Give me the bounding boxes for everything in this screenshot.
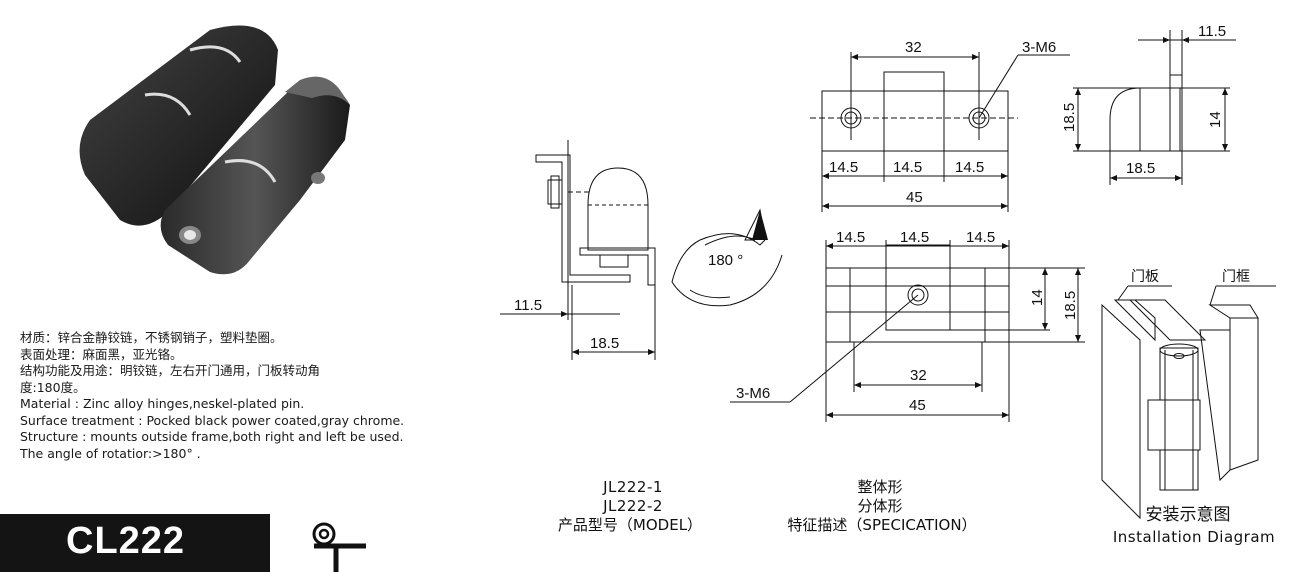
installation-title-en: Installation Diagram <box>1112 528 1276 546</box>
dim-18-5-front-vert: 18.5 <box>1062 291 1079 320</box>
dim-18-5-right-bottom: 18.5 <box>1126 160 1155 177</box>
desc-en-line-4: The angle of rotatior:>180° . <box>20 445 201 461</box>
dim-14-5-f: 14.5 <box>966 229 995 246</box>
dim-11-5-left: 11.5 <box>514 297 542 314</box>
dim-14-5-a: 14.5 <box>829 159 858 176</box>
desc-en-line-3: Structure : mounts outside frame,both ri… <box>20 429 404 444</box>
dim-3m6-top: 3-M6 <box>1022 39 1056 56</box>
desc-en-line-1: Material : Zinc alloy hinges,neskel-plat… <box>20 396 305 411</box>
dim-180-deg: 180 ° <box>708 252 743 269</box>
dim-3m6-front: 3-M6 <box>736 385 770 402</box>
spec-label: 特征描述（SPECICATION） <box>787 516 977 534</box>
model-label: 产品型号（MODEL） <box>557 516 703 534</box>
desc-cn-line-2: 表面处理：麻面黑，亚光铬。 <box>20 346 183 362</box>
spec-1: 整体形 <box>857 478 903 496</box>
hinge-symbol-icon <box>312 522 366 572</box>
dim-14-front-vert: 14 <box>1029 289 1046 306</box>
label-door-frame: 门框 <box>1222 268 1250 284</box>
dim-14-5-d: 14.5 <box>836 229 865 246</box>
desc-cn-line-1: 材质：锌合金静铰链，不锈钢销子，塑料垫圈。 <box>20 330 283 345</box>
dim-18-5-left: 18.5 <box>590 335 619 352</box>
model-1: JL222-1 <box>603 478 663 496</box>
desc-en-line-2: Surface treatment : Pocked black power c… <box>20 412 405 428</box>
spec-2: 分体形 <box>857 497 903 515</box>
dim-45-top: 45 <box>906 189 923 206</box>
description-block: 材质：锌合金静铰链，不锈钢销子，塑料垫圈。 表面处理：麻面黑，亚光铬。 结构功能… <box>20 330 460 462</box>
product-code-box <box>0 514 270 572</box>
desc-cn-line-3: 结构功能及用途：明铰链，左右开门通用，门板转动角 <box>20 363 321 378</box>
dim-14-5-c: 14.5 <box>955 159 984 176</box>
dim-45-front: 45 <box>909 397 926 414</box>
dim-14-5-e: 14.5 <box>900 229 929 246</box>
dim-11-5-right: 11.5 <box>1198 23 1226 40</box>
installation-title-cn: 安装示意图 <box>1145 505 1231 525</box>
product-photo <box>79 25 350 275</box>
dim-32-front: 32 <box>910 367 927 384</box>
dim-14-5-b: 14.5 <box>893 159 922 176</box>
label-door-panel: 门板 <box>1131 268 1159 284</box>
dim-18-5-right-vert: 18.5 <box>1061 103 1078 132</box>
dim-32-top: 32 <box>905 39 922 56</box>
product-code: CL222 <box>66 520 186 562</box>
model-2: JL222-2 <box>603 497 663 515</box>
desc-cn-line-4: 度:180度。 <box>20 379 86 395</box>
dim-14-right-vert: 14 <box>1207 111 1224 128</box>
